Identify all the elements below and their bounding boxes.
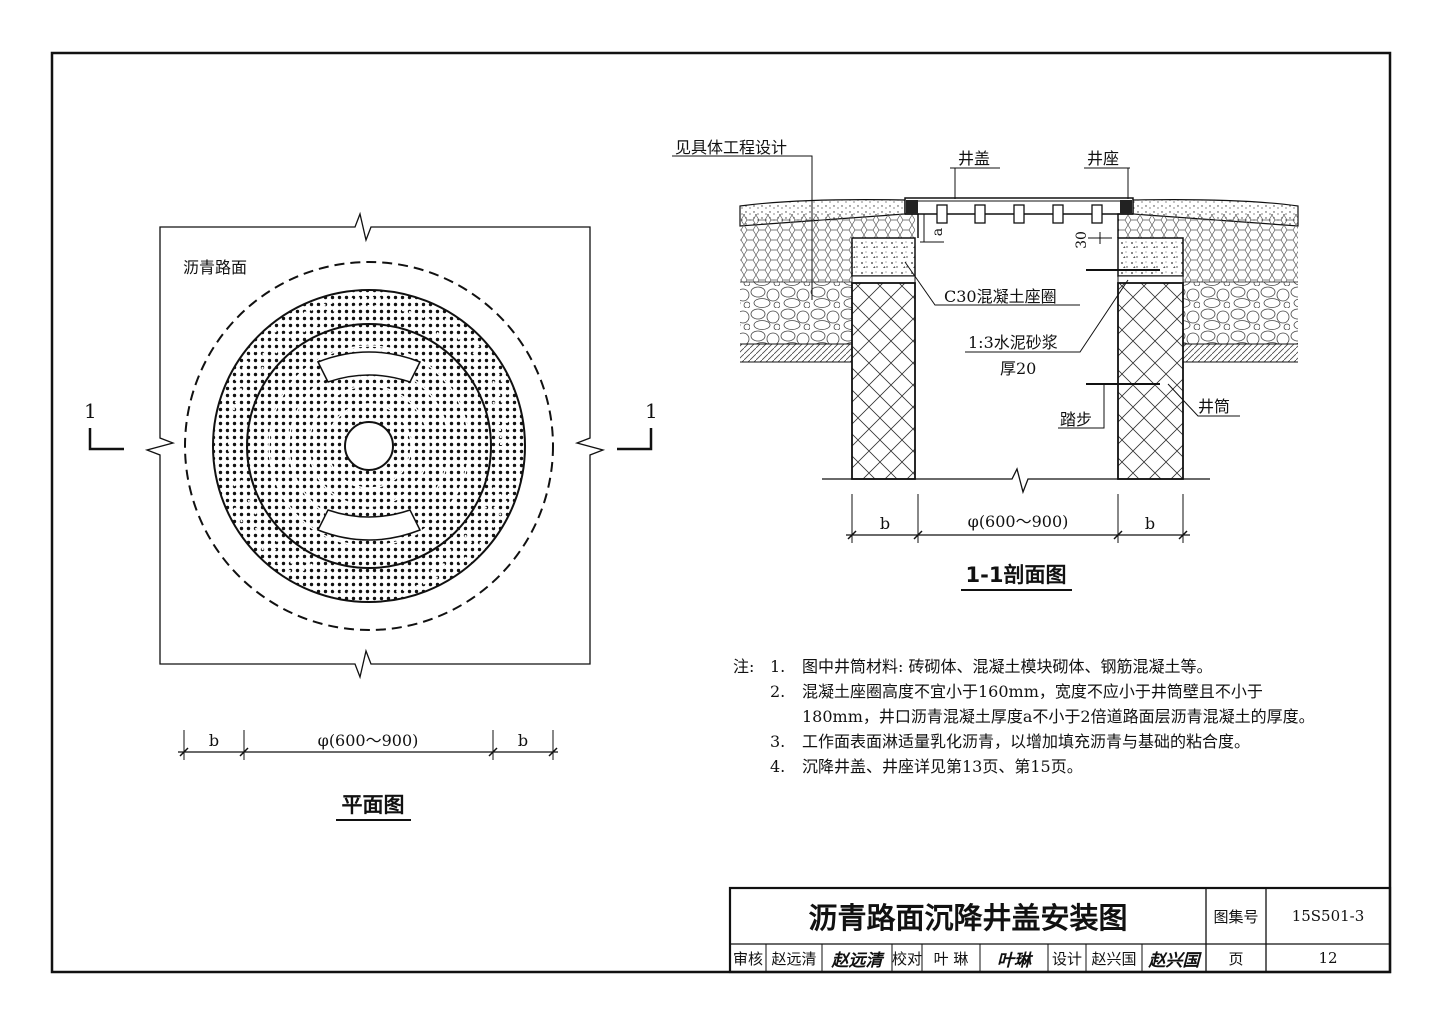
page-number: 12 bbox=[1318, 949, 1338, 967]
section-mark-right bbox=[617, 428, 653, 451]
shaft-wall-right bbox=[1117, 282, 1184, 480]
asphalt-surface-label: 沥青路面 bbox=[183, 258, 247, 277]
review-signature: 赵远清 bbox=[831, 950, 883, 971]
design-label: 设计 bbox=[1051, 949, 1082, 968]
section-label-left: 1 bbox=[84, 399, 97, 423]
atlas-label: 图集号 bbox=[1213, 907, 1259, 926]
center-hole bbox=[344, 421, 394, 471]
note-text: 混凝土座圈高度不宜小于160mm，宽度不应小于井筒壁且不小于180mm，井口沥青… bbox=[802, 682, 1315, 726]
concrete-ring-left bbox=[851, 237, 916, 277]
cover-assembly bbox=[904, 197, 1134, 238]
note-number: 3. bbox=[770, 732, 786, 751]
base-course-left bbox=[740, 214, 852, 282]
shaft-wall-left bbox=[851, 282, 916, 480]
seat-label: 井座 bbox=[1087, 149, 1119, 168]
title-block: 沥青路面沉降井盖安装图 图集号 15S501-3 审核 赵远清 赵远清 校对 叶… bbox=[730, 888, 1390, 972]
section-view: a 30 见具体工程设计 井盖 井座 C30混凝土座圈 1:3水泥砂浆 厚20 … bbox=[672, 138, 1299, 591]
section-caption: 1-1剖面图 bbox=[966, 563, 1067, 587]
section-dim-b-right: b bbox=[1145, 514, 1155, 533]
title-block-grid bbox=[728, 886, 1392, 974]
note-text: 沉降井盖、井座详见第13页、第15页。 bbox=[802, 757, 1083, 776]
mortar-label: 1:3水泥砂浆 bbox=[968, 333, 1058, 352]
note-text: 工作面表面淋适量乳化沥青，以增加填充沥青与基础的粘合度。 bbox=[802, 732, 1251, 751]
section-dim-diameter: φ(600～900) bbox=[968, 512, 1069, 531]
subbase-right bbox=[1183, 282, 1298, 344]
plan-dim-b-right: b bbox=[518, 731, 528, 750]
plan-caption: 平面图 bbox=[342, 793, 405, 817]
design-signature: 赵兴国 bbox=[1148, 950, 1200, 971]
section-dimension: b φ(600～900) b bbox=[846, 494, 1190, 543]
note-item: 注: 1. 图中井筒材料: 砖砌体、混凝土模块砌体、钢筋混凝土等。 bbox=[733, 654, 1333, 679]
lift-slot-top bbox=[316, 351, 422, 383]
note-item: 3. 工作面表面淋适量乳化沥青，以增加填充沥青与基础的粘合度。 bbox=[733, 729, 1333, 754]
concrete-ring-label: C30混凝土座圈 bbox=[944, 287, 1057, 306]
plan-dim-diameter: φ(600～900) bbox=[318, 731, 419, 750]
asphalt-fill-boundary bbox=[184, 261, 554, 631]
check-name: 叶 琳 bbox=[933, 949, 969, 968]
check-label: 校对 bbox=[892, 949, 923, 968]
note-number: 4. bbox=[770, 757, 786, 776]
page-label: 页 bbox=[1228, 949, 1244, 968]
dim-30-label: 30 bbox=[1074, 231, 1090, 249]
step-label: 踏步 bbox=[1060, 410, 1092, 429]
base-course-right bbox=[1183, 214, 1298, 282]
design-reference-label: 见具体工程设计 bbox=[675, 138, 787, 157]
note-item: 2. 混凝土座圈高度不宜小于160mm，宽度不应小于井筒壁且不小于180mm，井… bbox=[733, 679, 1333, 729]
review-label: 审核 bbox=[732, 949, 763, 968]
notes-lead: 注: bbox=[733, 657, 755, 676]
note-number: 1. bbox=[770, 657, 786, 676]
mortar-thickness-label: 厚20 bbox=[1000, 359, 1036, 378]
section-mark-left bbox=[88, 428, 124, 451]
section-dim-b-left: b bbox=[880, 514, 890, 533]
notes-block: 注: 1. 图中井筒材料: 砖砌体、混凝土模块砌体、钢筋混凝土等。 2. 混凝土… bbox=[733, 654, 1333, 779]
note-text: 图中井筒材料: 砖砌体、混凝土模块砌体、钢筋混凝土等。 bbox=[802, 657, 1213, 676]
plan-dim-b-left: b bbox=[209, 731, 219, 750]
subbase-left bbox=[740, 282, 852, 344]
dim-a-label: a bbox=[930, 228, 946, 236]
lift-slot-bottom bbox=[316, 509, 422, 541]
section-break-line bbox=[822, 467, 1210, 495]
mortar-right bbox=[1117, 275, 1184, 284]
plan-view: 1 1 沥青路面 b φ(600～900) b 平面图 bbox=[84, 211, 658, 821]
note-number: 2. bbox=[770, 682, 786, 701]
check-signature: 叶琳 bbox=[997, 950, 1031, 971]
atlas-number: 15S501-3 bbox=[1291, 907, 1365, 925]
section-label-right: 1 bbox=[645, 399, 658, 423]
cover-label: 井盖 bbox=[958, 149, 990, 168]
review-name: 赵远清 bbox=[771, 949, 817, 968]
drawing-frame bbox=[50, 51, 1392, 974]
note-item: 4. 沉降井盖、井座详见第13页、第15页。 bbox=[733, 754, 1333, 779]
mortar-left bbox=[851, 275, 916, 284]
drawing-title: 沥青路面沉降井盖安装图 bbox=[808, 901, 1128, 935]
plan-boundary bbox=[144, 211, 606, 680]
design-name: 赵兴国 bbox=[1091, 949, 1137, 968]
plan-dimension: b φ(600～900) b bbox=[178, 730, 558, 760]
shaft-label: 井筒 bbox=[1198, 397, 1230, 416]
